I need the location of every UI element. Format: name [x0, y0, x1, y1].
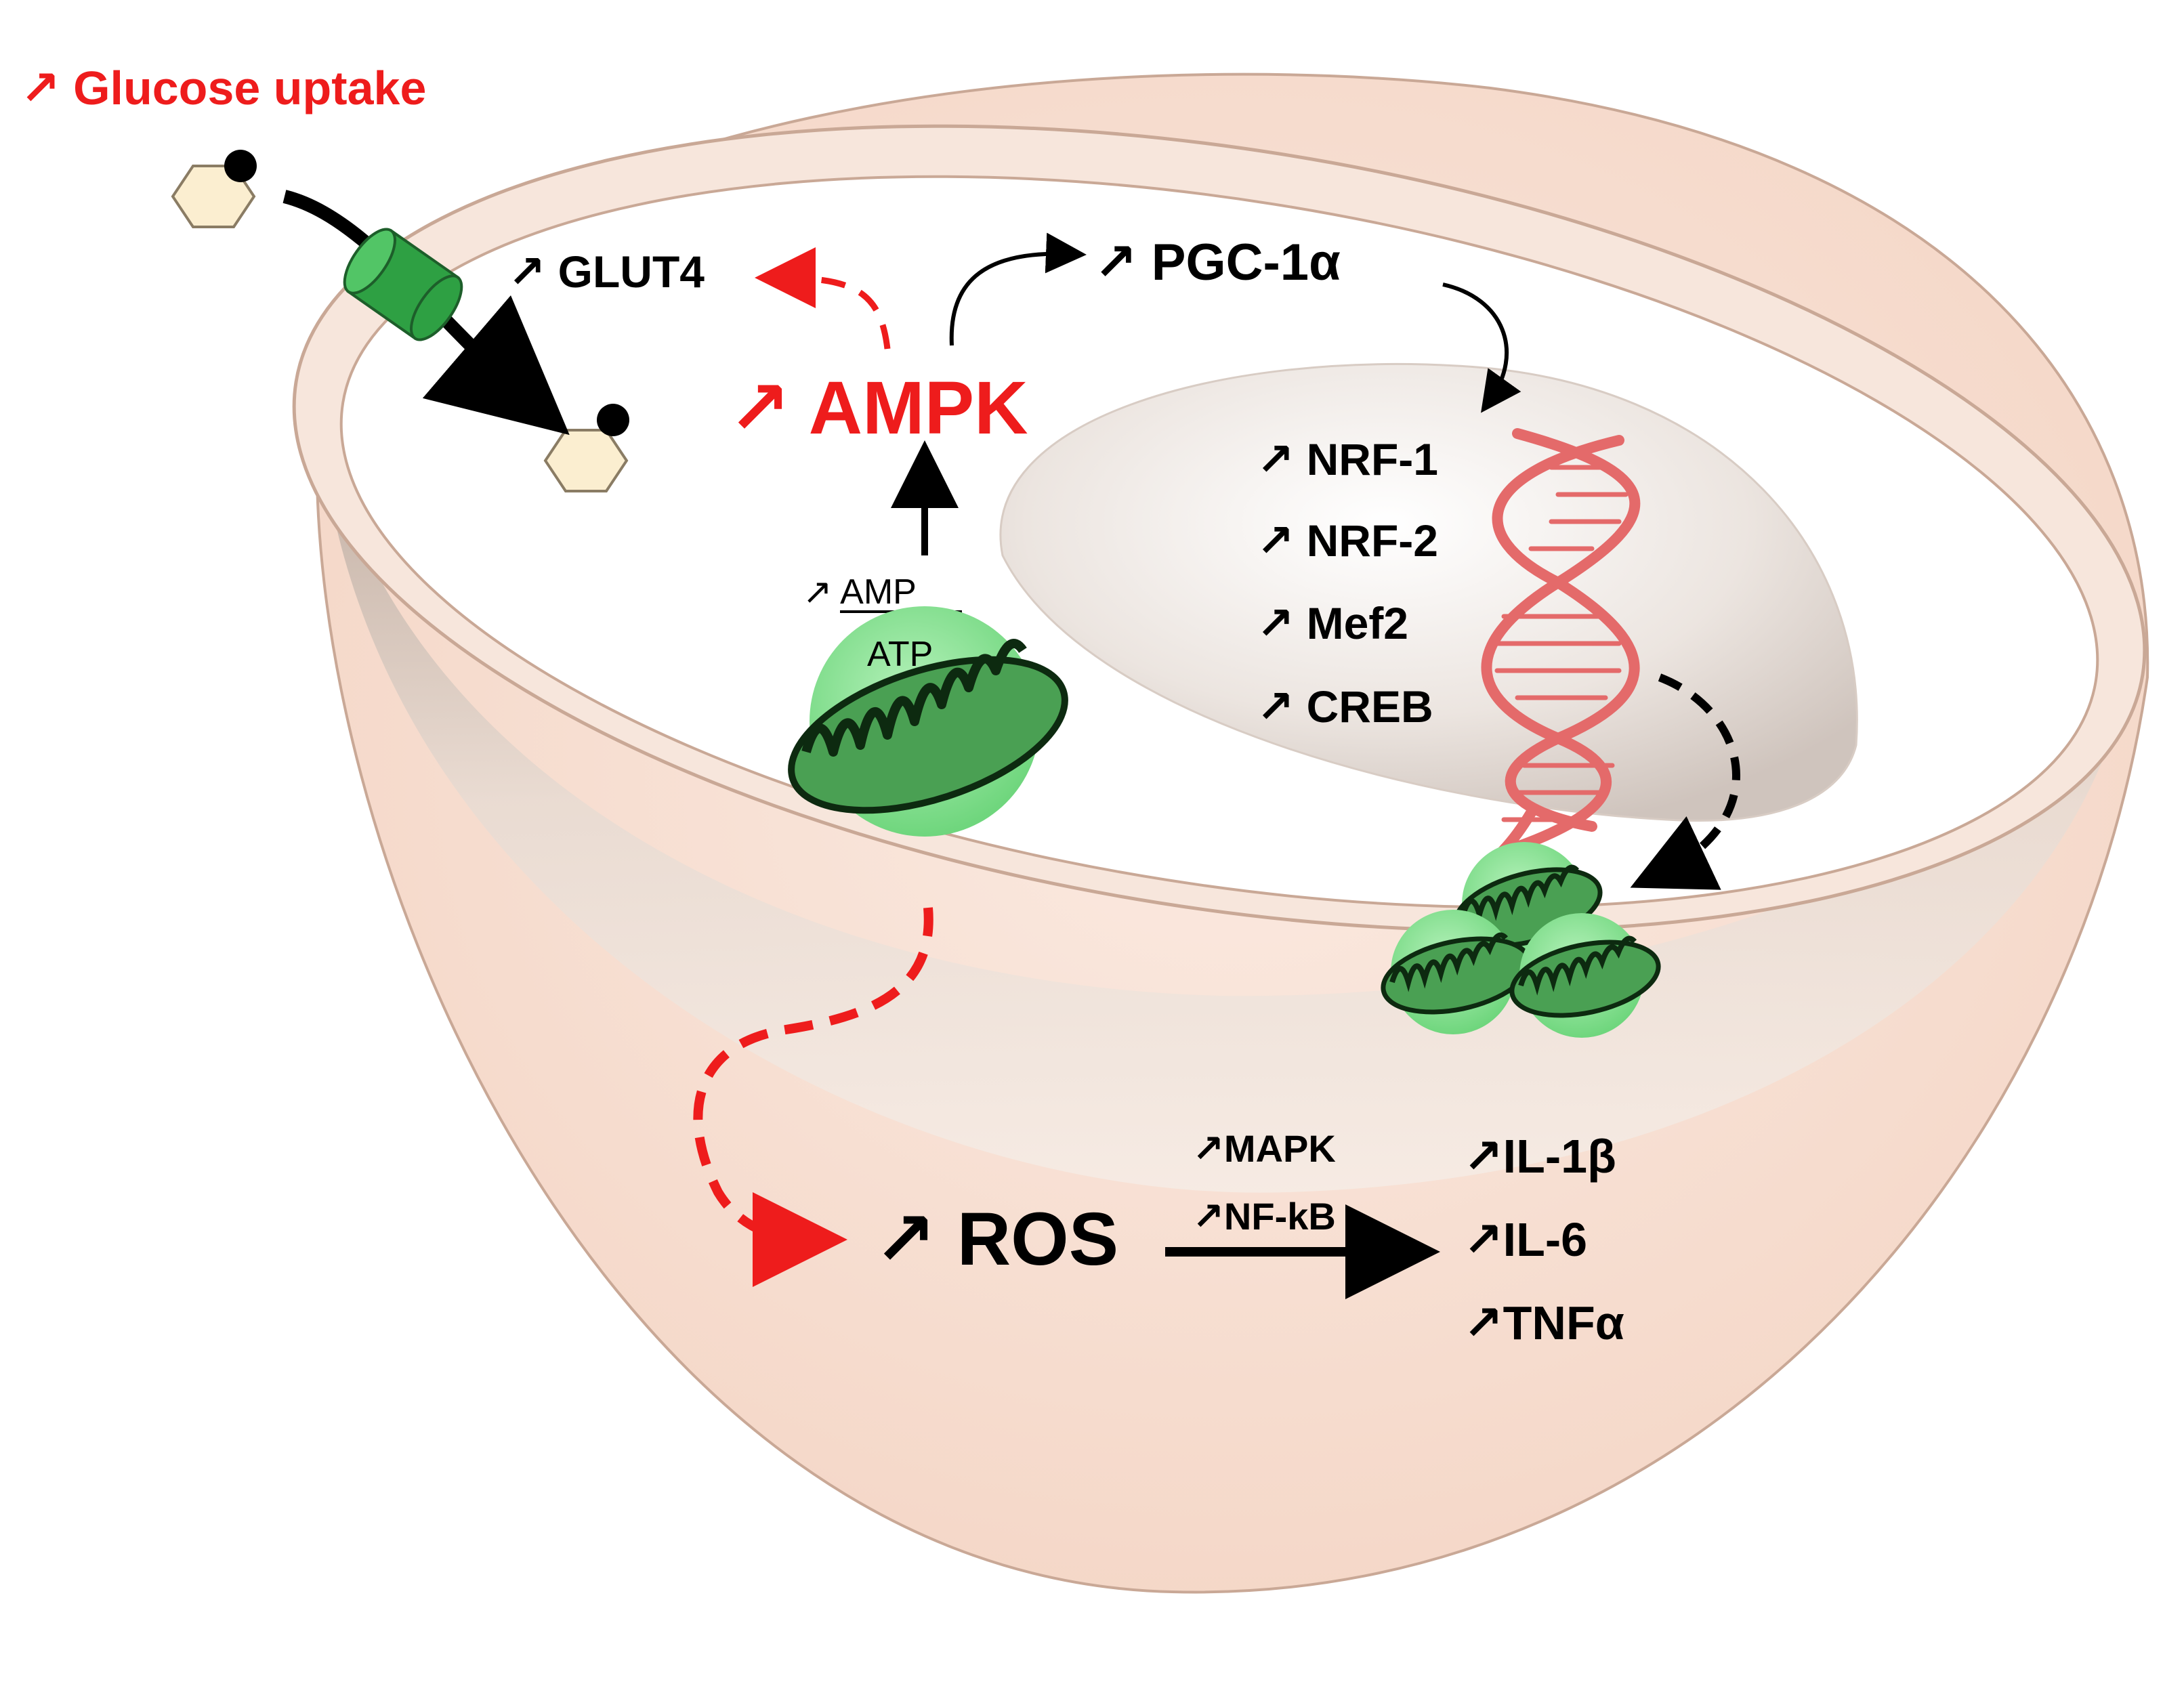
- glut4-label: ↗ GLUT4: [508, 247, 705, 297]
- glucose-molecule-outside: [171, 150, 257, 228]
- mitochondria-cluster: [1381, 842, 1661, 1038]
- nucleus: [999, 363, 1858, 822]
- ampk-to-pgc1a-arrow: [949, 232, 1087, 346]
- glut4-channel: [343, 228, 463, 341]
- amp-label: ↗ AMP: [803, 572, 917, 612]
- ros-label: ↗ ROS: [874, 1198, 1119, 1281]
- cytokine-tnfa: ↗TNFα: [1463, 1297, 1624, 1349]
- transcription-factor-nrf1: ↗ NRF-1: [1257, 434, 1438, 484]
- pgc1a-to-nucleus-arrow: [1442, 282, 1521, 413]
- cytokine-il6: ↗IL-6: [1463, 1213, 1588, 1266]
- cytokine-il1b: ↗IL-1β: [1463, 1130, 1616, 1183]
- glucose-uptake-label: ↗ Glucose uptake: [20, 62, 427, 114]
- transcription-factor-nrf2: ↗ NRF-2: [1257, 515, 1438, 566]
- ampk-label: ↗ AMPK: [728, 366, 1028, 450]
- transcription-factor-mef2: ↗ Mef2: [1257, 598, 1409, 648]
- transcription-factor-creb: ↗ CREB: [1257, 681, 1433, 732]
- mitochondrion-new-3: [1509, 913, 1661, 1038]
- pgc1a-label: ↗ PGC-1α: [1094, 234, 1341, 291]
- atp-label: ATP: [867, 635, 933, 674]
- mapk-label: ↗MAPK: [1192, 1127, 1336, 1170]
- nfkb-label: ↗NF-kB: [1192, 1195, 1336, 1238]
- mitochondria-to-ros-arrow: [693, 907, 933, 1287]
- ampk-to-glut4-arrow: [755, 247, 891, 350]
- nucleus-to-mitochondria-arrow: [1630, 673, 1740, 890]
- mitochondrion-main: [788, 606, 1068, 837]
